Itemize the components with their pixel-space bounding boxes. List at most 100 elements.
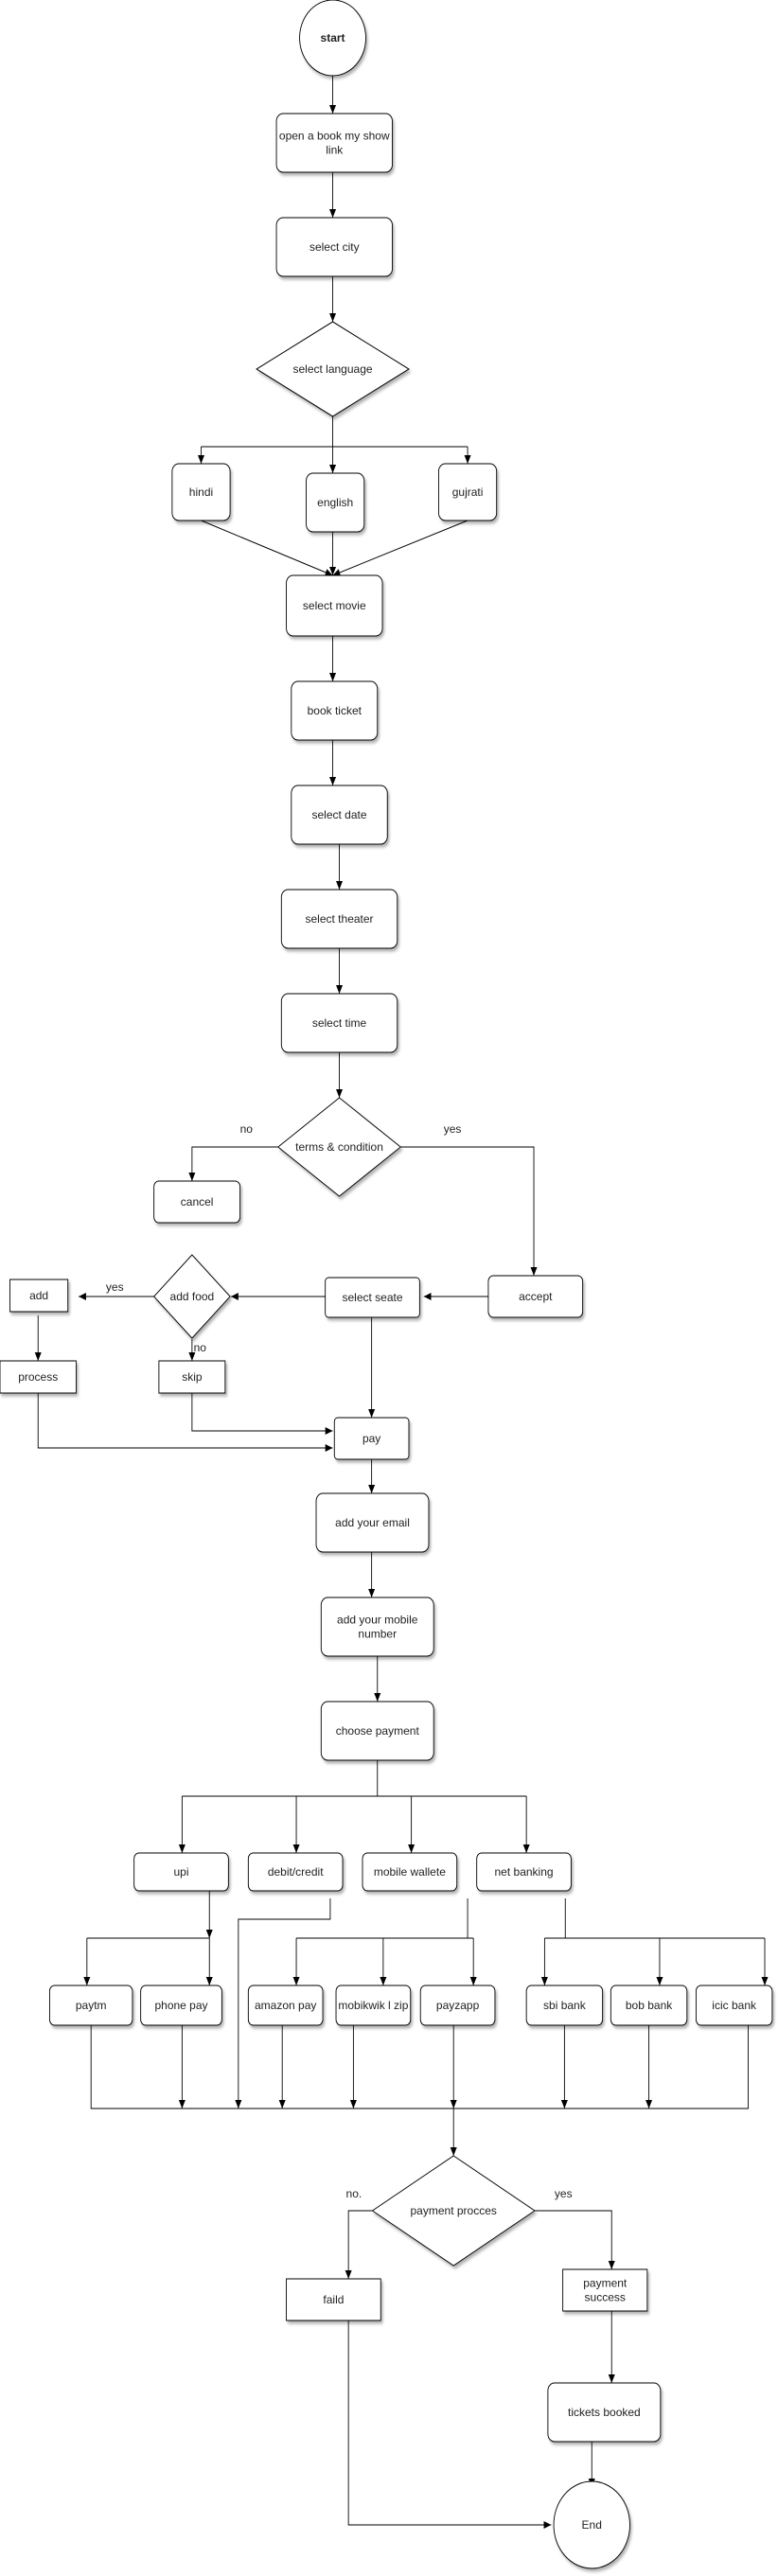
- add-email-shape: [315, 1492, 430, 1553]
- icic-bank-node: icic bank: [695, 1985, 773, 2026]
- icic-bank-label: icic bank: [712, 1999, 757, 2012]
- upi-node: upi: [133, 1852, 229, 1892]
- process-shape: [0, 1360, 77, 1394]
- choose-payment-label: choose payment: [336, 1724, 420, 1738]
- debit-credit-shape: [247, 1852, 344, 1892]
- connector-arrow-26: [37, 1393, 333, 1452]
- select-theater-node: select theater: [280, 889, 398, 949]
- payment-procces-shape: [371, 2155, 536, 2267]
- phone-pay-shape: [140, 1985, 222, 2026]
- edge-label-terms-no: no: [240, 1122, 254, 1136]
- select-theater-label: select theater: [306, 912, 374, 926]
- gujrati-node: gujrati: [438, 463, 498, 521]
- bob-bank-node: bob bank: [610, 1985, 688, 2026]
- payment-procces-decision: payment procces: [371, 2155, 536, 2267]
- start-label: start: [321, 31, 345, 44]
- net-banking-shape: [476, 1852, 572, 1892]
- select-language-shape: [256, 321, 410, 417]
- payzapp-node: payzapp: [419, 1985, 496, 2026]
- paytm-shape: [49, 1985, 133, 2026]
- connector-arrow-17: [188, 1146, 282, 1181]
- paytm-label: paytm: [76, 1999, 107, 2012]
- select-time-node: select time: [280, 993, 398, 1053]
- select-movie-shape: [286, 574, 383, 637]
- connector-line-51: [90, 2025, 749, 2109]
- select-seate-label: select seate: [342, 1291, 402, 1304]
- book-ticket-node: book ticket: [291, 680, 379, 741]
- add-shape: [9, 1279, 69, 1313]
- edges: [34, 76, 769, 2529]
- select-seate-shape: [325, 1277, 420, 1318]
- english-node: english: [306, 472, 365, 533]
- amazon-pay-label: amazon pay: [255, 1999, 316, 2012]
- tickets-booked-shape: [547, 2382, 662, 2443]
- add-food-label: add food: [170, 1290, 215, 1303]
- paytm-node: paytm: [49, 1985, 133, 2026]
- connector-arrow-63: [347, 2320, 552, 2529]
- gujrati-label: gujrati: [452, 485, 484, 499]
- payment-success-label-1: payment: [583, 2277, 628, 2290]
- select-movie-node: select movie: [286, 574, 383, 637]
- select-time-label: select time: [312, 1016, 367, 1030]
- english-shape: [306, 472, 365, 533]
- accept-node: accept: [487, 1275, 584, 1318]
- cancel-label: cancel: [181, 1195, 214, 1209]
- mobile-wallete-label: mobile wallete: [374, 1865, 446, 1879]
- book-ticket-label: book ticket: [308, 704, 362, 717]
- select-movie-label: select movie: [303, 599, 366, 612]
- select-date-label: select date: [312, 808, 367, 821]
- faild-node: faild: [286, 2278, 381, 2321]
- connector-arrow-60: [534, 2210, 615, 2269]
- pay-shape: [333, 1417, 410, 1460]
- gujrati-shape: [438, 463, 498, 521]
- end-label: End: [582, 2518, 602, 2532]
- end-shape: [553, 2480, 630, 2569]
- debit-credit-node: debit/credit: [247, 1852, 344, 1892]
- open-link-label-1: open a book my show: [279, 130, 390, 143]
- connector-arrow-9: [201, 520, 333, 576]
- connector-arrow-59: [345, 2210, 375, 2279]
- edge-label-payment-no: no.: [346, 2187, 362, 2200]
- net-banking-node: net banking: [476, 1852, 572, 1892]
- select-date-shape: [291, 785, 388, 845]
- terms-decision: terms & condition: [277, 1097, 402, 1197]
- open-link-shape: [275, 113, 393, 173]
- mobikwik-label: mobikwik l zip: [338, 1999, 408, 2012]
- select-language-label: select language: [292, 362, 372, 376]
- mobile-wallete-node: mobile wallete: [362, 1852, 458, 1892]
- select-theater-shape: [280, 889, 398, 949]
- select-seate-node: select seate: [325, 1277, 420, 1318]
- net-banking-label: net banking: [495, 1865, 554, 1879]
- upi-shape: [133, 1852, 229, 1892]
- edge-label-food-yes: yes: [106, 1280, 124, 1294]
- tickets-booked-label: tickets booked: [568, 2406, 641, 2419]
- add-email-label: add your email: [335, 1516, 410, 1529]
- skip-label: skip: [182, 1370, 203, 1384]
- process-label: process: [18, 1370, 58, 1384]
- hindi-shape: [171, 463, 231, 521]
- payment-success-shape: [562, 2268, 648, 2312]
- add-mobile-label-1: add your mobile: [337, 1614, 418, 1627]
- sbi-bank-node: sbi bank: [525, 1985, 604, 2026]
- payment-success-label-2: success: [585, 2291, 626, 2304]
- accept-shape: [487, 1275, 584, 1318]
- payzapp-shape: [419, 1985, 496, 2026]
- add-food-decision: add food: [153, 1254, 231, 1339]
- add-node: add: [9, 1279, 69, 1313]
- book-ticket-shape: [291, 680, 379, 741]
- terms-label: terms & condition: [295, 1140, 383, 1154]
- icic-bank-shape: [695, 1985, 773, 2026]
- edge-label-food-no: no: [194, 1341, 207, 1354]
- process-node: process: [0, 1360, 77, 1394]
- add-food-shape: [153, 1254, 231, 1339]
- connector-arrow-62: [588, 2441, 612, 2487]
- connector-arrow-18: [398, 1146, 538, 1276]
- cancel-shape: [153, 1180, 241, 1224]
- tickets-booked-node: tickets booked: [547, 2382, 662, 2443]
- start-terminal: start: [299, 0, 366, 77]
- add-mobile-shape: [320, 1597, 434, 1657]
- edge-label-terms-yes: yes: [444, 1122, 462, 1136]
